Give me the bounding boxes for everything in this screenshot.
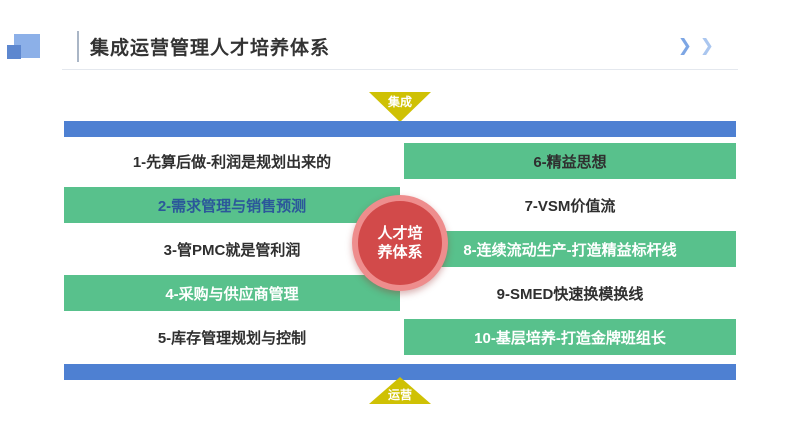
row-label: 9-SMED快速换模换线 [496,285,644,303]
header-chevrons: ❯ ❯ [675,36,714,56]
right-row-9: 9-SMED快速换模换线 [404,275,736,311]
page-title: 集成运营管理人才培养体系 [90,38,331,59]
left-row-4: 4-采购与供应商管理 [64,275,400,311]
right-row-10: 10-基层培养-打造金牌班组长 [404,319,736,355]
deco-square-dark [7,45,21,59]
row-label: 2-需求管理与销售预测 [157,197,307,215]
center-circle: 人才培 养体系 [352,195,448,291]
right-row-7: 7-VSM价值流 [404,187,736,223]
row-label: 5-库存管理规划与控制 [157,329,307,347]
row-label: 3-管PMC就是管利润 [163,241,301,259]
chevron-right-icon: ❯ [677,36,693,55]
right-row-6: 6-精益思想 [404,143,736,179]
left-row-3: 3-管PMC就是管利润 [64,231,400,267]
center-circle-line1: 人才培 [377,225,423,242]
row-label: 7-VSM价值流 [524,197,616,215]
center-circle-line2: 养体系 [377,244,423,261]
row-label: 8-连续流动生产-打造精益标杆线 [463,241,677,259]
row-label: 6-精益思想 [533,153,607,171]
bottom-blue-bar [64,364,736,380]
bottom-triangle-label: 运营 [387,388,412,402]
top-triangle: 集成 [369,92,431,122]
left-row-1: 1-先算后做-利润是规划出来的 [64,143,400,179]
top-blue-bar [64,121,736,137]
top-triangle-label: 集成 [387,95,412,109]
title-divider-line [77,31,79,62]
row-label: 1-先算后做-利润是规划出来的 [132,153,332,171]
right-row-8: 8-连续流动生产-打造精益标杆线 [404,231,736,267]
row-label: 4-采购与供应商管理 [165,285,299,303]
left-row-2: 2-需求管理与销售预测 [64,187,400,223]
bottom-triangle: 运营 [369,377,431,404]
chevron-right-icon: ❯ [699,36,714,55]
row-label: 10-基层培养-打造金牌班组长 [474,329,666,347]
header-underline [62,69,738,70]
left-row-5: 5-库存管理规划与控制 [64,319,400,355]
